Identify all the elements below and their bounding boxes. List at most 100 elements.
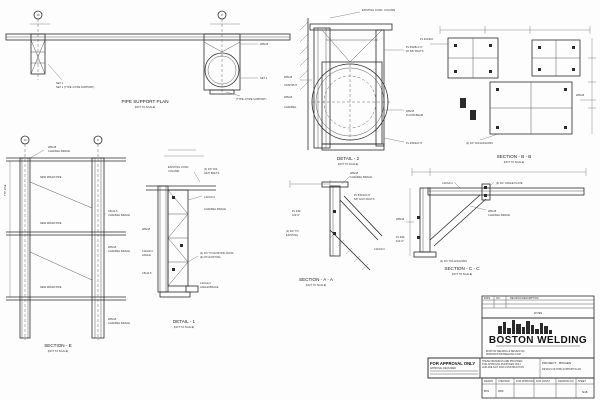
svg-text:PL 3/8x: PL 3/8x — [396, 235, 405, 239]
svg-text:(4) 3/4" TO EXISTING ROOF: (4) 3/4" TO EXISTING ROOF — [200, 251, 234, 255]
svg-text:NEW W8x18 PIPE: NEW W8x18 PIPE — [40, 175, 62, 179]
svg-text:ANGLE: ANGLE — [142, 253, 151, 257]
svg-text:TYP LINE: TYP LINE — [3, 184, 7, 196]
svg-text:NO.: NO. — [496, 297, 501, 300]
detail-1: EXISTING CONC COLUMN (4) 3/4" DIA HILTI … — [142, 149, 234, 329]
svg-text:W8x18: W8x18 — [108, 317, 117, 321]
view-title: SECTION - A - A — [299, 277, 334, 282]
svg-text:BOS: BOS — [484, 390, 489, 393]
svg-text:(4) 3/4" DIA ANCHORS: (4) 3/4" DIA ANCHORS — [440, 259, 467, 263]
svg-text:(4) 3/4" ANGLE PLATE: (4) 3/4" ANGLE PLATE — [496, 181, 523, 185]
svg-text:CHANNEL: CHANNEL — [284, 105, 297, 109]
sectionA-hatch — [329, 231, 369, 271]
svg-text:SET 2: SET 2 — [260, 76, 268, 80]
svg-text:W8x18: W8x18 — [48, 145, 57, 149]
svg-text:FLOOR BEAM: FLOOR BEAM — [406, 113, 423, 117]
svg-text:W8x18: W8x18 — [396, 217, 405, 221]
svg-text:W8x18: W8x18 — [284, 75, 293, 79]
svg-text:FOR APPROVAL PURPOSES ONLY: FOR APPROVAL PURPOSES ONLY — [482, 363, 522, 366]
grid-bubble-label: 10 — [24, 138, 27, 142]
view-subtitle: (NOT TO SCALE) — [504, 160, 525, 164]
svg-text:PL 5/8x8x1'-0": PL 5/8x8x1'-0" — [406, 45, 423, 49]
svg-text:FOR CONST: FOR CONST — [536, 380, 551, 383]
pipe-support-plan: 10 8 SET 1 SET 1 (TYPE 4 PIPE SUPPORT) W… — [5, 10, 291, 109]
svg-text:DATE: DATE — [484, 297, 491, 300]
svg-text:4x0'-6": 4x0'-6" — [292, 213, 300, 217]
svg-text:CHANNEL BRACE: CHANNEL BRACE — [108, 249, 130, 253]
sectionC-column — [419, 187, 431, 253]
pipe-support-callout: SET 1 (TYPE 4 PIPE SUPPORT) — [56, 85, 95, 89]
svg-text:WWW.BOSTONWELDING.COM: WWW.BOSTONWELDING.COM — [486, 353, 521, 356]
svg-text:(4) 3/4" DIA ANCHORS: (4) 3/4" DIA ANCHORS — [466, 141, 493, 145]
svg-text:PL 5/8x4x0'-6": PL 5/8x4x0'-6" — [354, 193, 371, 197]
detail-2: EXISTING CONC. COLUMN PL 5/8x8x1'-0" W/ … — [284, 8, 424, 166]
detail2-top-beam — [309, 23, 393, 31]
svg-text:CHANNEL BRACE: CHANNEL BRACE — [350, 175, 372, 179]
svg-text:W8x18: W8x18 — [488, 209, 497, 213]
view-title: SECTION - E — [44, 343, 72, 348]
plan-pipe — [204, 52, 240, 88]
grid-bubble-label: 10 — [37, 13, 40, 17]
company-name: BOSTON WELDING — [489, 335, 587, 346]
view-title: DETAIL - 2 — [337, 156, 360, 161]
view-title: SECTION - C - C — [444, 266, 480, 271]
svg-text:W8x18: W8x18 — [108, 245, 117, 249]
svg-text:L3x3x1/4: L3x3x1/4 — [200, 281, 211, 285]
svg-text:L3x3x1/4: L3x3x1/4 — [442, 181, 453, 185]
svg-text:C8x11.5: C8x11.5 — [142, 271, 152, 275]
svg-text:W/ 5/8" BOLTS: W/ 5/8" BOLTS — [406, 49, 424, 53]
svg-text:COLUMN: COLUMN — [168, 169, 179, 173]
detail1-column — [157, 185, 169, 293]
section-e: 10 8 W8x18 CHANNEL BRACE NEW W8x18 PIPE … — [3, 135, 130, 353]
svg-text:5/8" HILTI BOLTS: 5/8" HILTI BOLTS — [354, 197, 375, 201]
svg-text:ANGLE BRACE: ANGLE BRACE — [200, 285, 219, 289]
svg-text:SHEET: SHEET — [578, 380, 587, 383]
approval-stamp: FOR APPROVAL ONLY — [430, 361, 475, 366]
svg-text:W8x18: W8x18 — [260, 42, 269, 46]
sheet-number: S16 — [582, 390, 588, 394]
view-title: PIPE SUPPORT PLAN — [121, 99, 168, 104]
svg-text:SET 1: SET 1 — [56, 81, 64, 85]
svg-text:DRAWING NO.: DRAWING NO. — [558, 380, 575, 383]
wall-hatch — [299, 21, 309, 91]
view-subtitle: (NOT TO SCALE) — [135, 105, 156, 109]
drawing-title: DETAILS OF PIPE SUPPORT PLAN — [542, 368, 581, 371]
section-b-b: PL 3/4x6x6 W8x18 (4) 3/4" DIA ANCHORS SE… — [420, 26, 596, 164]
svg-text:DRAWN: DRAWN — [484, 380, 493, 383]
svg-text:FOR APPROVAL: FOR APPROVAL — [516, 380, 535, 383]
svg-text:HILTI BOLTS: HILTI BOLTS — [204, 171, 219, 175]
svg-text:NEW W8x18 PIPE: NEW W8x18 PIPE — [40, 285, 62, 289]
svg-text:PL 3/8x6x0'-6": PL 3/8x6x0'-6" — [406, 141, 423, 145]
svg-text:CHANNEL BRACE: CHANNEL BRACE — [108, 321, 130, 325]
boston-skyline-logo — [498, 320, 552, 334]
svg-text:THESE DRAWINGS ARE PROVIDED: THESE DRAWINGS ARE PROVIDED — [482, 360, 523, 363]
svg-text:CHANNEL BRACE: CHANNEL BRACE — [488, 213, 510, 217]
title-block: DATE NO. REVISION DESCRIPTION NOTES BOST… — [427, 295, 595, 399]
svg-text:AND ARE NOT FOR CONSTRUCTION: AND ARE NOT FOR CONSTRUCTION — [482, 366, 524, 369]
svg-text:EXISTING: EXISTING — [286, 233, 298, 237]
view-subtitle: (NOT TO SCALE) — [48, 349, 69, 353]
sectionC-beam — [427, 187, 585, 196]
svg-text:W8x18: W8x18 — [142, 227, 151, 231]
svg-text:W8x18: W8x18 — [350, 171, 359, 175]
svg-text:W8x18: W8x18 — [406, 109, 415, 113]
notes-header: NOTES — [534, 312, 543, 315]
view-title: SECTION - B - B — [497, 154, 532, 159]
svg-text:CHANNEL BRACE: CHANNEL BRACE — [48, 149, 70, 153]
svg-text:CHECKED: CHECKED — [498, 380, 510, 383]
view-title: DETAIL - 1 — [173, 319, 196, 324]
section-a-a: W8x18 CHANNEL BRACE PL 5/8x4x0'-6" 5/8" … — [286, 171, 385, 287]
svg-text:6x0'-6": 6x0'-6" — [396, 239, 404, 243]
grid-bubble-label: 8 — [221, 13, 223, 17]
svg-text:L3x3x1/4: L3x3x1/4 — [204, 195, 215, 199]
svg-text:PL 3/4x6x6: PL 3/4x6x6 — [420, 37, 433, 41]
sectionA-channel — [329, 185, 341, 257]
svg-text:BOSTON WELDING & DESIGN INC.: BOSTON WELDING & DESIGN INC. — [486, 350, 526, 353]
svg-text:(4) 3/4" DIA: (4) 3/4" DIA — [204, 167, 218, 171]
svg-text:W8x18: W8x18 — [576, 93, 585, 97]
svg-text:L3x3x1/4: L3x3x1/4 — [374, 247, 385, 251]
svg-text:REVISION DESCRIPTION: REVISION DESCRIPTION — [510, 297, 539, 300]
view-subtitle: (NOT TO SCALE) — [174, 325, 195, 329]
svg-text:NEW W8x18 PIPE: NEW W8x18 PIPE — [40, 221, 62, 225]
